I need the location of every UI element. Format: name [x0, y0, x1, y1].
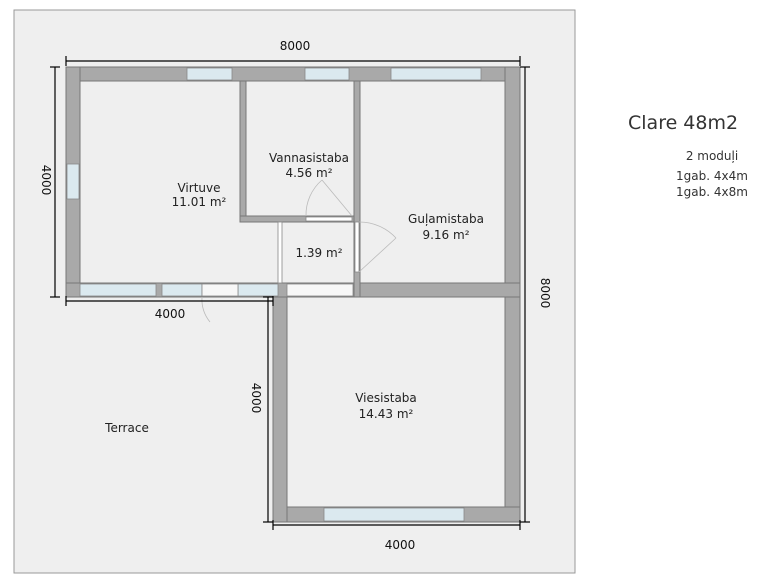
- window: [390, 67, 482, 81]
- window: [161, 283, 203, 297]
- area-terrace: Terrace: [104, 421, 149, 435]
- room-vannasistaba-name: Vannasistaba: [269, 151, 349, 165]
- dim-left: 4000: [39, 165, 53, 196]
- window: [323, 507, 465, 522]
- window: [79, 283, 157, 297]
- dim-bottom-left: 4000: [155, 307, 186, 321]
- door-bath: [305, 216, 353, 222]
- room-virtuve-name: Virtuve: [177, 181, 220, 195]
- window: [304, 67, 350, 81]
- door-bedroom: [354, 221, 360, 273]
- room-viesistaba-name: Viesistaba: [355, 391, 417, 405]
- window: [237, 283, 279, 297]
- dim-top: 8000: [280, 39, 311, 53]
- opening-hall: [277, 221, 283, 284]
- wall-lower-left: [272, 282, 288, 523]
- window: [186, 67, 233, 81]
- room-gulamistaba-area: 9.16 m²: [422, 228, 469, 242]
- door-terrace: [201, 283, 239, 297]
- window: [66, 163, 80, 200]
- room-virtuve-area: 11.01 m²: [172, 195, 227, 209]
- wall-bath-left: [239, 80, 247, 223]
- room-gulamistaba-name: Guļamistaba: [408, 212, 484, 226]
- module-4x8: 1gab. 4x8m: [676, 185, 748, 199]
- door-living: [286, 283, 354, 297]
- room-viesistaba-area: 14.43 m²: [359, 407, 414, 421]
- plan-title: Clare 48m2: [628, 112, 739, 134]
- dim-lower-left: 4000: [249, 383, 263, 414]
- door-swings: [201, 179, 397, 323]
- openings: [66, 67, 482, 522]
- room-hall-area: 1.39 m²: [295, 246, 342, 260]
- dim-right: 8000: [538, 278, 552, 309]
- modules-count: 2 moduļi: [685, 149, 739, 163]
- room-vannasistaba-area: 4.56 m²: [285, 166, 332, 180]
- dim-bottom: 4000: [385, 538, 416, 552]
- dimension-lines: [50, 56, 530, 530]
- wall-bath-right: [353, 80, 361, 298]
- module-4x4: 1gab. 4x4m: [676, 169, 748, 183]
